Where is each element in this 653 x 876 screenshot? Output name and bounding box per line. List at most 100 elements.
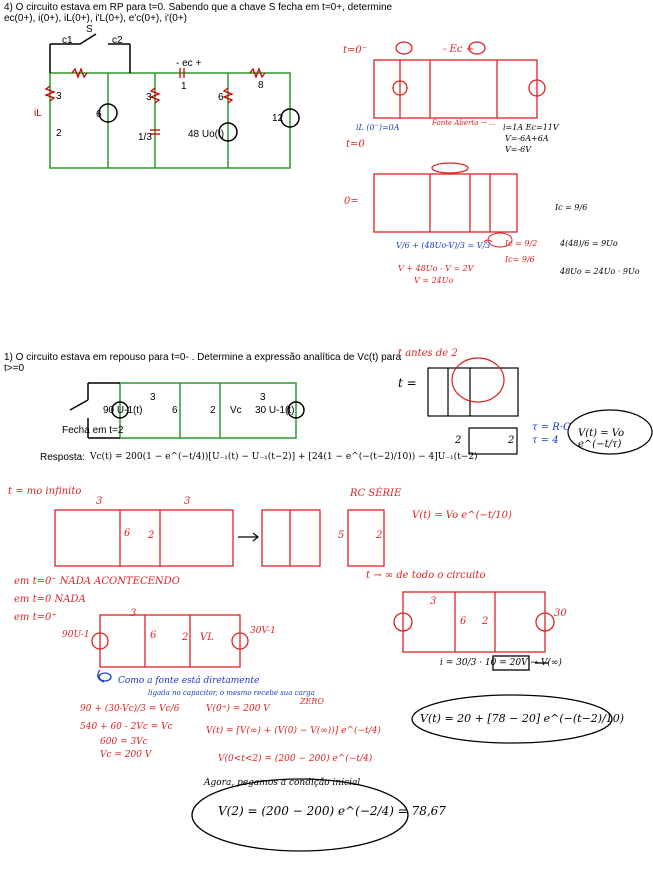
circuit-problem4 bbox=[49, 33, 300, 169]
hw-inf-rb: 3 bbox=[430, 596, 437, 607]
hw-vbox: V(t) = 20 + [78 − 20] e^(−(t−2)/10) bbox=[420, 712, 625, 725]
hw-eq1: i=1A Ec=11V bbox=[503, 123, 559, 132]
cap-label: 1/3 bbox=[138, 132, 152, 143]
hw-t0minus: t=0⁻ bbox=[343, 45, 368, 56]
hw-rc-series: RC SÉRIE bbox=[350, 488, 402, 499]
p1-answer: Vc(t) = 200(1 − e^(−t/4))[U₋₁(t) − U₋₁(t… bbox=[90, 452, 478, 462]
hw-r6: 6 bbox=[150, 630, 157, 641]
r8-label: 8 bbox=[258, 80, 264, 91]
hw-rc-eq: V(t) = Vo e^(−t/10) bbox=[412, 510, 512, 521]
p1-vc-label: Vc bbox=[230, 405, 242, 416]
hw-s90: 90U-1 bbox=[62, 630, 90, 640]
c1-label: c1 bbox=[62, 35, 73, 46]
hw-il0: iL (0⁻)=0A bbox=[356, 123, 400, 132]
hw-v0: V(0⁺) = 200 V bbox=[206, 704, 270, 714]
p1-r3b-label: 3 bbox=[260, 392, 266, 403]
hw-ec: - Ec + bbox=[443, 44, 475, 55]
hw-note: Fonte Aberta → ... bbox=[432, 119, 496, 127]
hw-o-eq: 0= bbox=[344, 196, 359, 207]
hw-n1: em t=0⁻ NADA ACONTECENDO bbox=[14, 576, 180, 587]
hw-eq4: Vc = 200 V bbox=[100, 750, 152, 760]
hw-z2: 2 bbox=[148, 530, 155, 541]
p1-vsrc-label: 30 U-1(t) bbox=[255, 405, 295, 416]
hw-zero: ZERO bbox=[300, 697, 324, 706]
current-source-label: 6 bbox=[96, 109, 102, 120]
p1-isrc-label: 90 U-1(t) bbox=[103, 405, 143, 416]
hw-n3: em t=0⁺ bbox=[14, 612, 57, 623]
hw-vt2: V(0<t<2) = (200 − 200) e^(−t/4) bbox=[218, 754, 373, 764]
hw-vt-exp: V(t) = Vo e^(−t/τ) bbox=[578, 428, 625, 450]
hw-inf-r2: 2 bbox=[482, 616, 489, 627]
hw-tinf: t = mo infinito bbox=[8, 486, 82, 497]
hw-circuit-t0minus bbox=[373, 41, 546, 119]
hw-c-right: 3 bbox=[184, 496, 191, 507]
hw-eq-a: V/6 + (48Uo-V)/3 = V/3 bbox=[396, 241, 491, 250]
hw-inf-r6: 6 bbox=[460, 616, 467, 627]
problem1-statement-line1: 1) O circuito estava em repouso para t=0… bbox=[4, 352, 402, 363]
hw-circuit-inf-full bbox=[393, 591, 555, 653]
hw-eq-b: Ic = 9/2 bbox=[505, 239, 538, 248]
circuit-problem1 bbox=[69, 382, 305, 439]
p1-r6-label: 6 bbox=[172, 405, 178, 416]
hw-t0: t=0 bbox=[346, 139, 365, 150]
hw-vl: VL bbox=[200, 632, 214, 643]
hw-tau: τ = R·C bbox=[532, 422, 571, 433]
p1-c2-label: 2 bbox=[210, 405, 216, 416]
hw-circuit-before2 bbox=[427, 357, 653, 455]
hw-tau2: τ = 4 bbox=[532, 435, 559, 446]
hw-c-left: 3 bbox=[96, 496, 103, 507]
hw-note-src: Como a fonte está diretamente bbox=[118, 676, 260, 686]
hw-circuit-tinf bbox=[54, 509, 234, 567]
problem4-statement-line2: ec(0+), i(0+), iL(0+), i'L(0+), e'c(0+),… bbox=[4, 13, 188, 24]
hw-eq3: V=-6V bbox=[505, 145, 532, 154]
v12-label: 12 bbox=[272, 113, 284, 124]
hw-circuit-arrow-mid bbox=[238, 532, 259, 542]
hw-answer-box bbox=[191, 655, 613, 852]
problem1-statement-line2: t>=0 bbox=[4, 363, 25, 374]
r6-label: 6 bbox=[218, 92, 224, 103]
vsrc48-label: 48 Uo(t) bbox=[188, 129, 225, 140]
hw-z5: 5 bbox=[338, 530, 345, 541]
hw-z5b: 2 bbox=[376, 530, 383, 541]
hw-eq2: 540 + 60 - 2Vc = Vc bbox=[80, 722, 173, 732]
hw-z6: 6 bbox=[124, 528, 131, 539]
hw-note-src2: ligada no capacitor, o mesmo recebe sua … bbox=[148, 689, 315, 697]
hw-before2: t antes de 2 bbox=[398, 348, 458, 359]
hw-eq-d: V + 48Uo - V = 2V bbox=[398, 264, 474, 273]
hw-eq3: 600 = 3Vc bbox=[100, 737, 148, 747]
r2-label: 2 bbox=[56, 128, 62, 139]
hw-eq1: 90 + (30-Vc)/3 = Vc/6 bbox=[80, 704, 180, 714]
hw-s30: 30V-1 bbox=[250, 626, 276, 636]
hw-inf-i: i = 30/3 · 10 = 20V → V(∞) bbox=[440, 658, 562, 668]
hw-eq-f: 4(48)/6 = 9Uo bbox=[560, 239, 618, 248]
problem4-statement-line1: 4) O circuito estava em RP para t=0. Sab… bbox=[4, 2, 393, 13]
p1-switch-label: Fecha em t=2 bbox=[62, 425, 124, 436]
ec-label: - ec + bbox=[176, 58, 202, 69]
r3-mid-label: 3 bbox=[146, 92, 152, 103]
hw-vfinal: V(2) = (200 − 200) e^(−2/4) = 78,67 bbox=[218, 804, 446, 818]
c2-label: c2 bbox=[112, 35, 123, 46]
hw-inf-rc: 30 bbox=[554, 608, 567, 619]
hw-z2: 2 bbox=[508, 435, 515, 446]
hw-rc2: 2 bbox=[182, 632, 189, 643]
hw-circuit-reduced bbox=[261, 509, 385, 567]
hw-eq-e: V = 24Uo bbox=[414, 276, 454, 285]
hw-eq-c: Ic= 9/6 bbox=[505, 255, 535, 264]
hw-vt: V(t) = [V(∞) + (V(0) − V(∞))] e^(−t/4) bbox=[206, 726, 381, 736]
hw-r3: 3 bbox=[130, 608, 137, 619]
hw-ic: Ic = 9/6 bbox=[555, 203, 588, 212]
il-label: iL bbox=[34, 108, 42, 119]
hw-agora: Agora, pegamos a condição inicial bbox=[204, 778, 361, 788]
resistor-marks-p4 bbox=[44, 67, 266, 135]
hw-n2: em t=0 NADA bbox=[14, 594, 86, 605]
r1-label: 1 bbox=[181, 81, 187, 92]
r3-left-label: 3 bbox=[56, 91, 62, 102]
hw-circuit-t0plus bbox=[91, 614, 249, 683]
p1-answer-label: Resposta: bbox=[40, 452, 86, 463]
p1-r3a-label: 3 bbox=[150, 392, 156, 403]
hw-inf-title: t → ∞ de todo o circuito bbox=[366, 570, 486, 581]
hw-eq-g: 48Uo = 24Uo · 9Uo bbox=[560, 267, 640, 276]
hw-eq2: V=-6A+6A bbox=[505, 134, 549, 143]
switch-s-label: S bbox=[86, 24, 93, 35]
